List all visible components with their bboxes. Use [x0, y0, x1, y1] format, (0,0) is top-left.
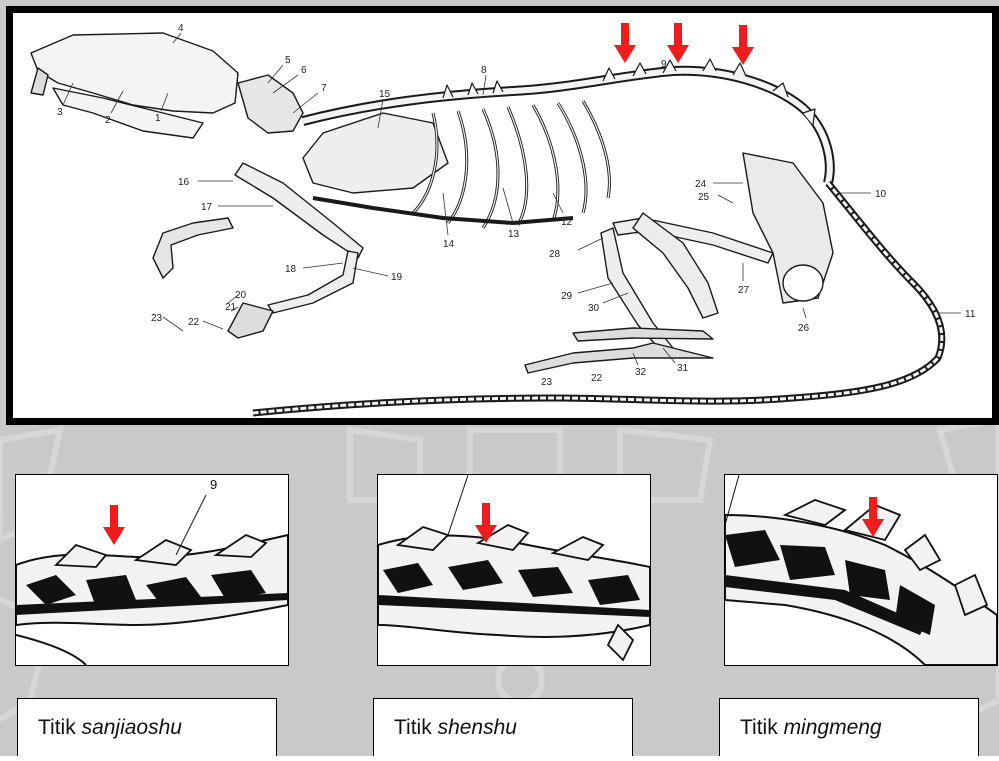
- label-29: 29: [561, 291, 573, 302]
- arrow-down-icon: [732, 25, 754, 65]
- label-14: 14: [443, 239, 455, 250]
- label-7: 7: [321, 83, 327, 94]
- caption-term: shenshu: [438, 716, 517, 739]
- cervical-vertebrae: [238, 75, 303, 133]
- arrow-down-icon: [103, 505, 125, 545]
- label-19: 19: [391, 272, 403, 283]
- label-15: 15: [379, 89, 391, 100]
- radius-ulna: [268, 251, 358, 313]
- label-13: 13: [508, 229, 520, 240]
- sternum: [313, 198, 573, 223]
- label-5: 5: [285, 55, 291, 66]
- label-1: 1: [155, 113, 161, 124]
- label-9: 9: [661, 59, 667, 70]
- label-16: 16: [178, 177, 190, 188]
- caption-term: mingmeng: [784, 716, 882, 739]
- arrow-down-icon: [667, 23, 689, 63]
- label-10: 10: [875, 189, 887, 200]
- caption-term: sanjiaoshu: [82, 716, 182, 739]
- obturator-foramen: [783, 265, 823, 301]
- label-30: 30: [588, 303, 600, 314]
- vertebra-closeup: 9: [16, 475, 288, 665]
- caption-prefix: Titik: [394, 716, 432, 739]
- label-23b: 23: [541, 377, 553, 388]
- zoom-panel-shenshu: [377, 474, 651, 666]
- label-27: 27: [738, 285, 750, 296]
- label-26: 26: [798, 323, 810, 334]
- label-31: 31: [677, 363, 689, 374]
- label-22: 22: [188, 317, 200, 328]
- label-12: 12: [561, 217, 573, 228]
- scapula: [303, 113, 448, 193]
- label-3: 3: [57, 107, 63, 118]
- caption-sanjiaoshu: Titik sanjiaoshu: [17, 698, 277, 756]
- label-28: 28: [549, 249, 561, 260]
- caption-prefix: Titik: [38, 716, 76, 739]
- zoom-panel-sanjiaoshu: 9: [15, 474, 289, 666]
- vertebra-closeup: [378, 475, 650, 665]
- caption-shenshu: Titik shenshu: [373, 698, 633, 756]
- label-11: 11: [965, 309, 976, 320]
- label-23: 23: [151, 313, 163, 324]
- vertebra-closeup: [725, 475, 997, 665]
- label-21: 21: [225, 302, 237, 313]
- label-22b: 22: [591, 373, 603, 384]
- label-9-zoom: 9: [210, 477, 217, 492]
- caption-prefix: Titik: [740, 716, 778, 739]
- arrow-down-icon: [614, 23, 636, 63]
- label-4: 4: [178, 23, 184, 34]
- acupoint-arrows: [614, 23, 754, 65]
- zoom-panel-mingmeng: [724, 474, 998, 666]
- foreleg-left: [153, 218, 233, 278]
- label-18: 18: [285, 264, 297, 275]
- label-8: 8: [481, 65, 487, 76]
- label-20: 20: [235, 290, 247, 301]
- label-2: 2: [105, 115, 111, 126]
- label-17: 17: [201, 202, 213, 213]
- caption-mingmeng: Titik mingmeng: [719, 698, 979, 756]
- label-6: 6: [301, 65, 307, 76]
- label-24: 24: [695, 179, 707, 190]
- label-25: 25: [698, 192, 710, 203]
- skeleton-diagram-panel: 1 2 3 4 5 6 7 8 9 10 11 12 13 14 15 16 1…: [6, 6, 999, 425]
- label-32: 32: [635, 367, 647, 378]
- rat-skeleton-drawing: 1 2 3 4 5 6 7 8 9 10 11 12 13 14 15 16 1…: [13, 13, 992, 418]
